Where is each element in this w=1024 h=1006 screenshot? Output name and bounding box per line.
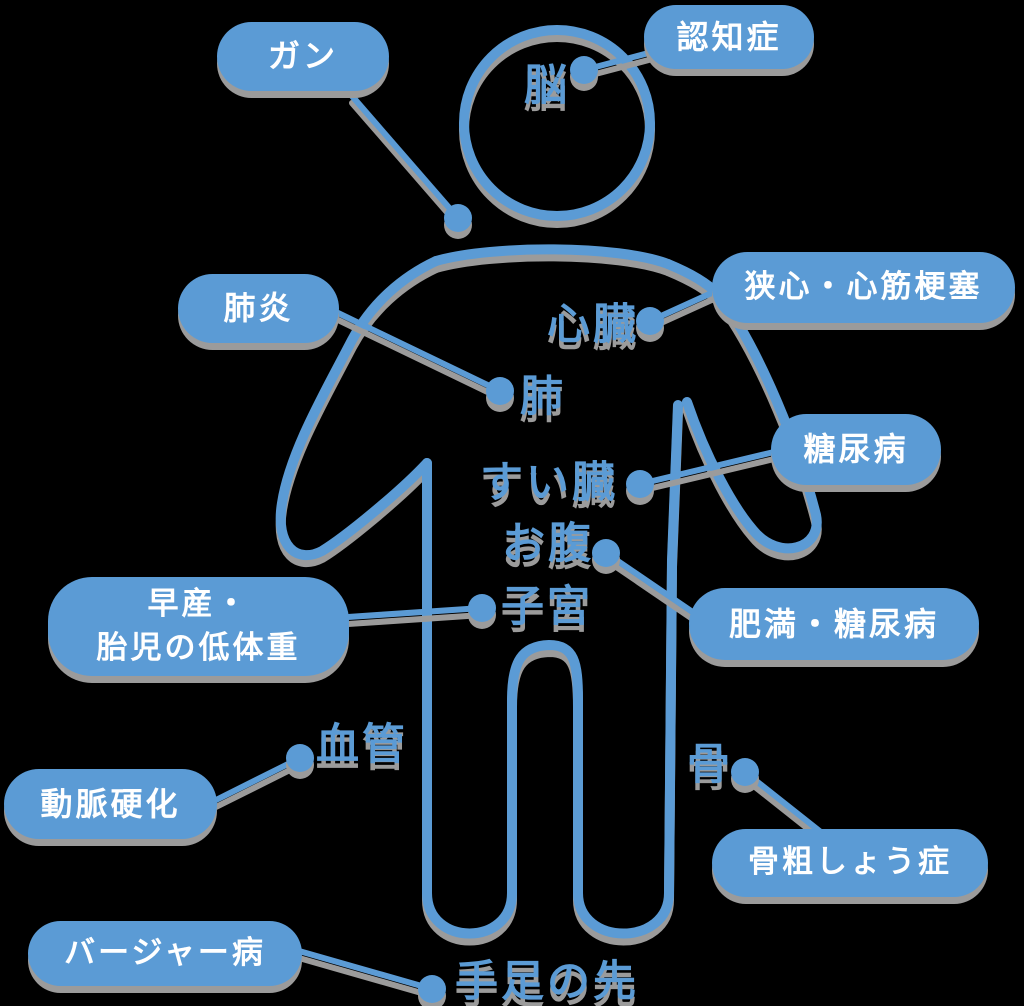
disease-badge-diabetes: 糖尿病 — [771, 414, 941, 485]
connector-osteoporosis — [742, 769, 825, 836]
dot-pneumonia — [486, 377, 514, 405]
disease-badge-preterm-low-birth-weight: 早産・ 胎児の低体重 — [48, 577, 349, 676]
figure-left-arm — [275, 256, 441, 561]
disease-badge-dementia: 認知症 — [644, 5, 814, 69]
connector-arteriosclerosis — [211, 755, 303, 804]
body-part-label-heart: 心臓 — [547, 300, 639, 350]
body-part-label-brain: 脳 — [524, 61, 570, 111]
disease-badge-pneumonia: 肺炎 — [178, 274, 339, 343]
connector-pneumonia — [333, 309, 503, 394]
body-part-label-belly: お腹 — [502, 519, 594, 569]
dot-cancer — [444, 204, 472, 232]
dot-bone — [731, 758, 759, 786]
disease-badge-obesity-diabetes: 肥満・糖尿病 — [689, 588, 979, 660]
dot-pancreas — [626, 470, 654, 498]
dot-dementia — [570, 56, 598, 84]
dot-uterus — [468, 594, 496, 622]
connector-obesity — [603, 550, 697, 616]
dot-heart — [636, 307, 664, 335]
connector-buerger — [296, 948, 435, 992]
figure-shoulders — [431, 244, 673, 269]
connector-diabetes — [637, 449, 777, 487]
figure-head — [459, 25, 655, 221]
body-part-label-lung: 肺 — [520, 372, 566, 422]
body-part-label-bone: 骨 — [687, 740, 733, 790]
connector-cancer — [349, 93, 461, 221]
dot-belly — [592, 539, 620, 567]
disease-badge-arteriosclerosis: 動脈硬化 — [4, 769, 217, 839]
disease-badge-osteoporosis: 骨粗しょう症 — [712, 829, 988, 897]
connector-preterm — [345, 605, 485, 620]
dot-blood-vessels — [286, 744, 314, 772]
disease-badge-angina-myocardial-infarction: 狭心・心筋梗塞 — [712, 252, 1015, 323]
body-part-label-uterus: 子宮 — [501, 582, 593, 632]
body-part-label-blood-vessels: 血管 — [316, 720, 408, 770]
disease-badge-cancer: ガン — [217, 22, 389, 91]
figure-torso-legs — [422, 400, 683, 939]
body-part-label-extremities: 手足の先 — [455, 957, 639, 1006]
body-part-label-pancreas: すい臓 — [480, 458, 618, 508]
dot-extremities — [418, 975, 446, 1003]
disease-badge-buerger-disease: バージャー病 — [28, 921, 302, 986]
